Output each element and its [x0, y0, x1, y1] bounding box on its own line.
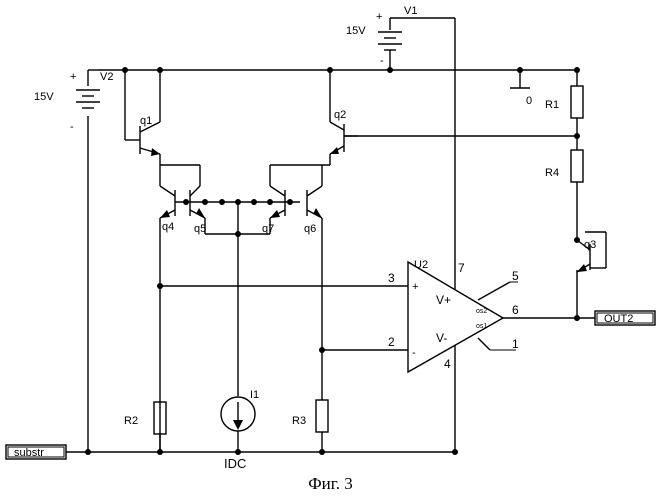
resistor-r4: R4 [545, 150, 583, 182]
current-source-i1: I1 IDC [221, 389, 259, 471]
junction-dots [85, 67, 580, 455]
r1-label: R1 [545, 99, 559, 111]
q1-label: q1 [140, 115, 152, 127]
opamp-plus-sign: + [412, 281, 418, 293]
pin-1-label: 1 [512, 337, 519, 351]
battery-v1: + - 15V V1 [346, 5, 417, 67]
opamp-vplus-label: V+ [436, 293, 451, 307]
transistor-q7: q7 [262, 186, 285, 235]
r3-label: R3 [292, 415, 306, 427]
resistor-r3: R3 [292, 400, 328, 432]
port-substr: substr [6, 445, 66, 459]
q6-label: q6 [304, 223, 316, 235]
v1-voltage-label: 15V [346, 25, 366, 37]
u2-label: U2 [414, 259, 428, 271]
transistor-q5: q5 [190, 186, 206, 235]
v2-minus-sign: - [70, 121, 74, 133]
q2-label: q2 [334, 109, 346, 121]
figure-caption: Фиг. 3 [0, 474, 661, 494]
pin-4-label: 4 [444, 357, 451, 371]
q5-label: q5 [194, 223, 206, 235]
transistor-q6: q6 [304, 186, 322, 235]
ground-label: 0 [526, 95, 532, 107]
opamp-os2-label: os2 [476, 308, 487, 315]
v1-minus-sign: - [380, 55, 384, 67]
q7-label: q7 [262, 223, 274, 235]
transistor-q3: q3 [577, 239, 596, 272]
transistor-q1: q1 [140, 115, 160, 156]
opamp-minus-sign: - [412, 347, 416, 359]
transistor-q2: q2 [330, 109, 346, 154]
port-out2: OUT2 [595, 311, 655, 325]
q3-label: q3 [584, 239, 596, 251]
transistor-q4: q4 [160, 186, 175, 233]
pin-6-label: 6 [512, 303, 519, 317]
q4-label: q4 [162, 221, 174, 233]
substr-label: substr [14, 447, 44, 459]
i1-label: I1 [250, 389, 259, 401]
v2-voltage-label: 15V [34, 91, 54, 103]
idc-label: IDC [224, 456, 246, 471]
opamp-os1-label: os1 [476, 323, 487, 330]
r4-label: R4 [545, 167, 559, 179]
pin-2-label: 2 [388, 335, 395, 349]
pin-7-label: 7 [458, 261, 465, 275]
resistor-r1: R1 [545, 86, 583, 118]
pin-5-label: 5 [512, 269, 519, 283]
v1-plus-sign: + [376, 11, 382, 23]
out2-label: OUT2 [604, 313, 633, 325]
r2-label: R2 [124, 415, 138, 427]
v2-plus-sign: + [70, 71, 76, 83]
opamp-u2: U2 + - V+ V- os2 os1 3 2 7 4 5 6 1 [388, 259, 519, 372]
battery-v2: + - 15V V2 [34, 71, 113, 133]
wires [66, 18, 606, 452]
v1-name-label: V1 [404, 5, 417, 17]
v2-name-label: V2 [100, 71, 113, 83]
pin-3-label: 3 [388, 271, 395, 285]
opamp-vminus-label: V- [436, 331, 447, 345]
